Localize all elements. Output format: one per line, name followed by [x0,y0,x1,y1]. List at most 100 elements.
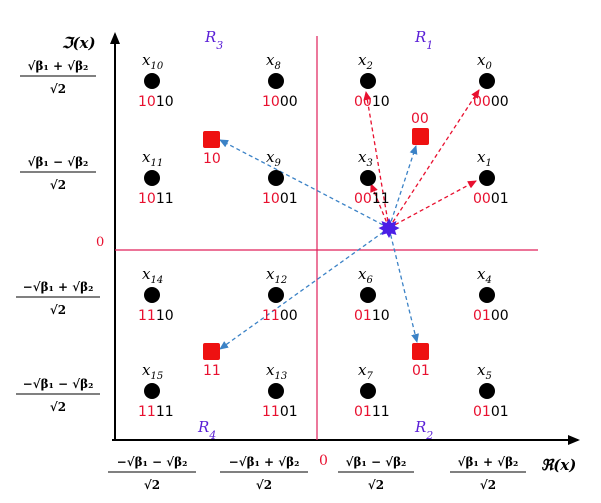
point-marker [360,383,376,399]
point-bits: 1100 [262,308,298,324]
point-marker [479,170,495,186]
y-tick-1-numerator: √β₁ + √β₂ [28,59,89,73]
x-tick-1: −√β₁ − √β₂ √2 [108,455,196,492]
x-tick-4-numerator: √β₁ + √β₂ [458,455,519,469]
constellation-point-x2: x2 0010 [354,51,390,110]
cluster-center-01: 01 [412,343,430,379]
constellation-point-x13: x13 1101 [262,361,298,420]
point-name: x15 [142,361,163,382]
y-tick-3-denominator: √2 [50,303,66,317]
point-name: x14 [142,265,163,286]
point-bits: 0110 [354,308,390,324]
y-tick-2: √β₁ − √β₂ √2 [20,155,96,192]
constellation-point-x10: x10 1010 [138,51,174,110]
red-arrow-to-x3 [370,183,390,229]
point-marker [479,73,495,89]
point-name: x3 [358,148,373,169]
red-arrow-to-x1 [388,180,477,229]
constellation-point-x7: x7 0111 [354,361,390,420]
cluster-center-00: 00 [411,111,429,145]
constellation-point-x6: x6 0110 [354,265,390,324]
point-name: x0 [477,51,492,72]
blue-arrow-to-center-10 [219,139,390,229]
point-marker [360,73,376,89]
point-marker [144,170,160,186]
constellation-point-x15: x15 1111 [138,361,174,420]
constellation-point-x8: x8 1000 [262,51,298,110]
constellation-points: x00000x10001x20010x30011x40100x50101x601… [138,51,509,420]
point-bits: 0101 [473,404,509,420]
constellation-point-x14: x14 1110 [138,265,174,324]
point-marker [144,383,160,399]
y-tick-2-denominator: √2 [50,178,66,192]
x-tick-3-numerator: √β₁ − √β₂ [346,455,407,469]
x-tick-4: √β₁ + √β₂ √2 [450,455,526,492]
point-name: x10 [142,51,164,72]
y-origin-label: 0 [96,235,104,250]
point-bits: 1010 [138,94,174,110]
constellation-point-x3: x3 0011 [354,148,390,207]
red-arrow-to-x0 [388,89,480,229]
y-tick-1-denominator: √2 [50,82,66,96]
x-tick-1-denominator: √2 [144,478,160,492]
point-name: x4 [477,265,492,286]
point-bits: 0001 [473,191,509,207]
point-bits: 0010 [354,94,390,110]
point-name: x11 [142,148,163,169]
point-bits: 1110 [138,308,174,324]
constellation-point-x11: x11 1011 [138,148,174,207]
point-name: x2 [358,51,373,72]
y-tick-4-numerator: −√β₁ − √β₂ [23,377,94,391]
x-tick-3-denominator: √2 [368,478,384,492]
point-name: x1 [477,148,492,169]
region-label-r1: RR11 [414,28,433,52]
x-tick-3: √β₁ − √β₂ √2 [338,455,414,492]
point-name: x13 [266,361,287,382]
point-bits: 1101 [262,404,298,420]
point-marker [360,170,376,186]
cluster-center-10: 10 [203,131,221,167]
y-axis-label: ℑ(x) [62,34,96,52]
region-label-r4: RR44 [197,418,216,442]
blue-arrow-to-center-01 [388,227,419,343]
point-marker [268,170,284,186]
x-tick-1-numerator: −√β₁ − √β₂ [117,455,188,469]
point-name: x5 [477,361,492,382]
point-name: x7 [358,361,373,382]
point-bits: 0111 [354,404,390,420]
point-marker [268,383,284,399]
received-signal-star [378,218,400,238]
y-tick-3: −√β₁ + √β₂ √2 [16,280,100,317]
x-tick-4-denominator: √2 [480,478,496,492]
red-arrow-to-x2 [363,91,390,229]
x-tick-2-denominator: √2 [256,478,272,492]
point-bits: 0011 [354,191,390,207]
point-name: x8 [266,51,281,72]
point-bits: 1000 [262,94,298,110]
point-marker [479,287,495,303]
point-name: x9 [266,148,281,169]
cluster-center-11-label: 11 [203,363,221,379]
y-tick-4: −√β₁ − √β₂ √2 [16,377,100,414]
point-name: x6 [358,265,373,286]
point-marker [479,383,495,399]
region-label-r2: RR22 [414,418,433,442]
point-marker [268,73,284,89]
point-marker [360,287,376,303]
point-bits: 1011 [138,191,174,207]
x-tick-2-numerator: −√β₁ + √β₂ [229,455,300,469]
x-origin-label: 0 [319,453,328,469]
constellation-point-x4: x4 0100 [473,265,509,324]
point-marker [268,287,284,303]
region-label-r3: RR33 [204,28,223,52]
y-tick-2-numerator: √β₁ − √β₂ [28,155,89,169]
point-bits: 0100 [473,308,509,324]
y-tick-1: √β₁ + √β₂ √2 [20,59,96,96]
cluster-center-00-label: 00 [411,111,429,127]
cluster-center-10-label: 10 [203,151,221,167]
point-bits: 1111 [138,404,174,420]
